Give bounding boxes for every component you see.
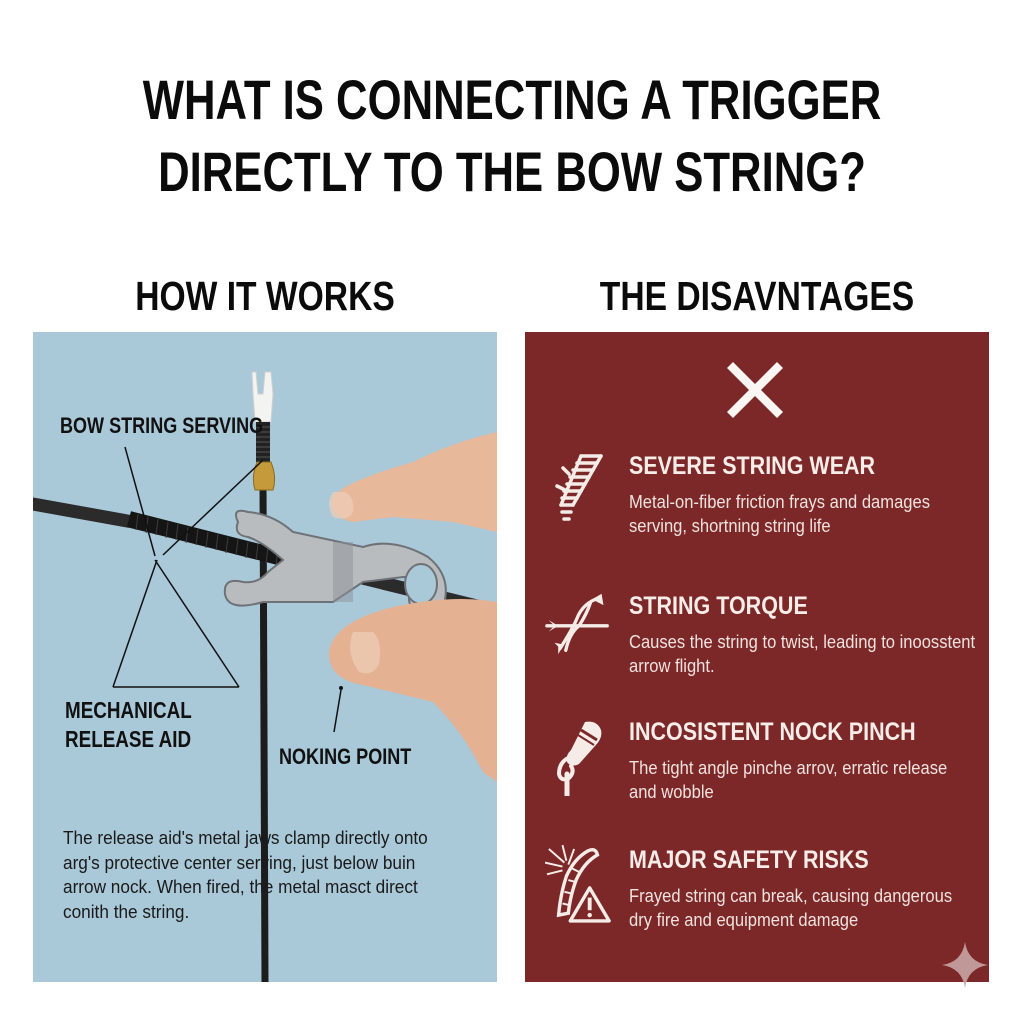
title-line-2: DIRECTLY TO THE BOW STRING? (158, 140, 866, 203)
how-it-works-panel: BOW STRING SERVING MECHANICAL RELEASE AI… (33, 332, 497, 982)
callout-release-line-1: MECHANICAL (65, 697, 192, 723)
item-description: Frayed string can break, causing dangero… (629, 886, 953, 930)
release-aid-illustration (33, 371, 497, 982)
item-title: SEVERE STRING WEAR (629, 452, 876, 480)
callout-release-line-2: RELEASE AID (65, 726, 192, 752)
disadvantage-item: SEVERE STRING WEAR Metal-on-fiber fricti… (545, 450, 985, 560)
pinched-nock-icon (556, 721, 602, 796)
x-mark-icon (727, 362, 783, 418)
disadvantages-heading: THE DISAVNTAGES (599, 273, 915, 319)
callout-nocking-point: NOKING POINT (279, 744, 412, 769)
twisted-arrows-icon (545, 593, 609, 655)
disadvantage-item: MAJOR SAFETY RISKS Frayed string can bre… (545, 844, 985, 954)
disadvantage-item: STRING TORQUE Causes the string to twist… (545, 590, 985, 700)
broken-string-warning-icon (545, 844, 611, 923)
callout-bow-string-serving: BOW STRING SERVING (60, 413, 264, 438)
frayed-string-icon (555, 454, 603, 521)
how-it-works-heading: HOW IT WORKS (135, 273, 395, 319)
item-description: Metal-on-fiber friction frays and damage… (629, 492, 930, 536)
page-title: WHAT IS CONNECTING A TRIGGER DIRECTLY TO… (113, 64, 912, 208)
item-title: INCOSISTENT NOCK PINCH (629, 718, 916, 746)
how-it-works-description: The release aid's metal jaws clamp direc… (63, 827, 428, 922)
item-title: MAJOR SAFETY RISKS (629, 846, 869, 874)
disadvantages-panel: SEVERE STRING WEAR Metal-on-fiber fricti… (525, 332, 989, 982)
disadvantage-item: INCOSISTENT NOCK PINCH The tight angle p… (545, 716, 985, 826)
item-title: STRING TORQUE (629, 592, 808, 620)
sparkle-icon (942, 942, 988, 988)
item-description: Causes the string to twist, leading to i… (629, 632, 976, 676)
item-description: The tight angle pinche arrov, erratic re… (629, 758, 948, 802)
title-line-1: WHAT IS CONNECTING A TRIGGER (142, 68, 882, 131)
